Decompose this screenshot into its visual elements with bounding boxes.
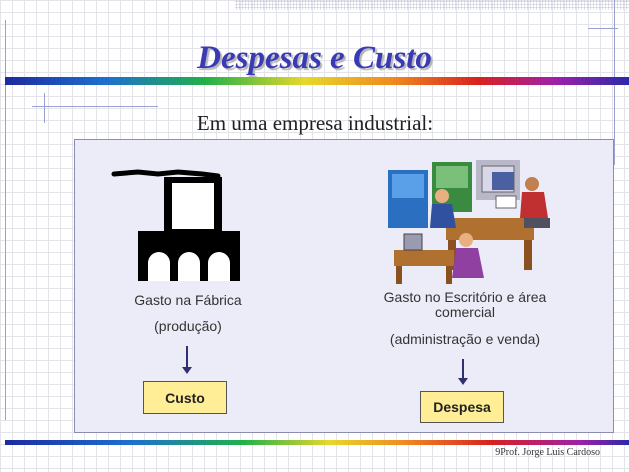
factory-icon — [111, 169, 240, 281]
office-label-line3: (administração e venda) — [389, 331, 541, 347]
frame-line-left — [5, 20, 6, 420]
footer-rainbow-bar — [5, 440, 629, 445]
office-down-arrow — [458, 359, 468, 385]
office-workers-icon — [386, 156, 556, 286]
frame-line-right-tick — [588, 28, 618, 29]
factory-down-arrow — [182, 346, 192, 374]
office-label-line1: Gasto no Escritório e área — [383, 289, 547, 305]
office-label-line2: comercial — [435, 304, 495, 320]
crosshair-line-vertical — [44, 93, 45, 123]
footer-author: 9Prof. Jorge Luis Cardoso — [495, 447, 600, 458]
factory-label-line2: (produção) — [154, 318, 222, 334]
factory-label-line1: Gasto na Fábrica — [134, 292, 242, 308]
custo-box: Custo — [143, 381, 227, 414]
frame-line-right-lower — [614, 120, 615, 165]
despesa-box: Despesa — [420, 391, 504, 423]
dotted-header-pattern — [235, 0, 629, 10]
crosshair-line-horizontal — [32, 106, 158, 107]
slide-subtitle: Em uma empresa industrial: — [196, 111, 434, 135]
slide-title: Despesas e Custo — [197, 40, 432, 76]
title-rainbow-bar — [5, 77, 629, 85]
